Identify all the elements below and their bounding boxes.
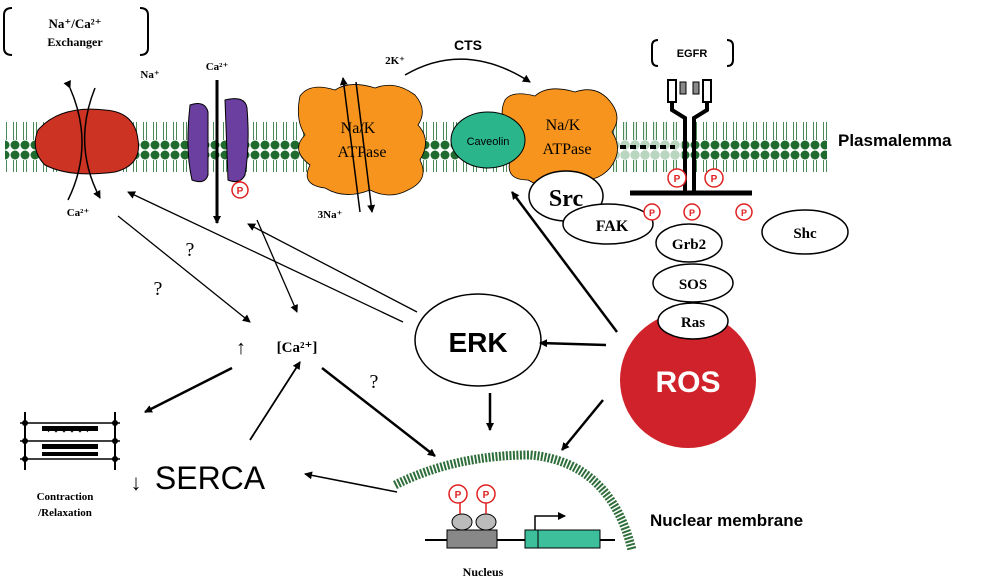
plasmalemma-label: Plasmalemma <box>838 131 952 150</box>
svg-text:P: P <box>483 490 490 501</box>
grb2-label: Grb2 <box>672 237 706 253</box>
ca-concentration-label: [Ca²⁺] <box>277 340 318 356</box>
svg-text:P: P <box>455 490 462 501</box>
fak-shape <box>562 203 654 245</box>
sos-shape <box>652 263 734 303</box>
nak2-label-1: Na/K <box>546 117 581 134</box>
fak-label: FAK <box>596 218 629 235</box>
contraction-label-2: /Relaxation <box>37 507 92 519</box>
exchanger-label-2: Exchanger <box>47 35 103 49</box>
arrow-exchanger-to-ca <box>117 215 251 323</box>
svg-text:P: P <box>741 208 747 218</box>
arrow-ros-to-nak <box>511 191 618 333</box>
nak2-label-2: ATPase <box>543 141 592 158</box>
egfr-receptor <box>630 39 752 196</box>
two-k-label: 2K⁺ <box>385 55 405 67</box>
nuclear-membrane-label: Nuclear membrane <box>650 511 803 530</box>
ca-increase-arrow: ↑ <box>236 337 246 359</box>
nucleus-label: Nucleus <box>463 565 504 579</box>
nuclear-membrane-arc <box>392 450 637 552</box>
ca-channel-label: Ca²⁺ <box>206 61 229 73</box>
gene-dna: P P <box>425 484 615 549</box>
question-mark-1: ? <box>186 239 195 261</box>
na-plus-label: Na⁺ <box>140 69 159 81</box>
src-label: Src <box>549 186 584 212</box>
caveolin-label: Caveolin <box>467 136 510 148</box>
phospho-egfr: P P P P P <box>643 168 753 221</box>
svg-text:P: P <box>689 208 695 218</box>
arrow-nucleus-to-serca <box>304 471 398 493</box>
na-ca-exchanger <box>34 79 140 201</box>
svg-text:P: P <box>711 174 718 185</box>
sos-label: SOS <box>679 277 707 293</box>
arrow-channel-to-ca <box>256 219 298 313</box>
svg-text:P: P <box>237 186 244 197</box>
nak1-label-2: ATPase <box>338 144 387 161</box>
pathway-arrows <box>117 191 618 493</box>
calcium-channel <box>187 80 249 224</box>
arrow-ros-to-nucleus <box>561 399 604 451</box>
three-na-label: 3Na⁺ <box>318 209 343 221</box>
svg-text:P: P <box>649 208 655 218</box>
phospho-channel: P <box>231 180 249 199</box>
shc-shape <box>761 209 849 255</box>
contraction-label-1: Contraction <box>37 491 94 503</box>
nak1-label-1: Na/K <box>341 120 376 137</box>
ras-label: Ras <box>681 315 705 331</box>
exchanger-label-1: Na⁺/Ca²⁺ <box>48 16 101 31</box>
serca-decrease-arrow: ↓ <box>131 470 142 495</box>
cts-arrow <box>404 58 531 83</box>
ros-shape <box>620 312 756 448</box>
arrow-serca-to-ca <box>249 361 301 441</box>
caveolin-shape <box>450 111 526 169</box>
arrow-ros-to-erk <box>539 339 607 348</box>
exchanger-bracket <box>3 7 149 56</box>
question-mark-2: ? <box>154 278 163 300</box>
cts-label: CTS <box>454 37 482 53</box>
grb2-shape <box>655 223 723 263</box>
na-k-atpase-1 <box>297 77 426 213</box>
erk-label: ERK <box>448 327 507 358</box>
shc-label: Shc <box>793 226 817 242</box>
sarcomere-icon <box>20 412 120 470</box>
arrow-ca-to-nucleus <box>321 367 436 457</box>
ros-label: ROS <box>655 366 720 399</box>
question-mark-3: ? <box>370 371 379 393</box>
egfr-label: EGFR <box>677 48 708 60</box>
ras-shape <box>657 302 729 340</box>
arrow-erk-to-exchanger-1 <box>127 191 404 323</box>
ca-out-label: Ca²⁺ <box>67 207 90 219</box>
arrow-ca-to-contraction <box>144 366 233 414</box>
svg-text:P: P <box>674 174 681 185</box>
serca-label: SERCA <box>155 460 266 496</box>
arrow-erk-to-channel <box>247 223 418 313</box>
